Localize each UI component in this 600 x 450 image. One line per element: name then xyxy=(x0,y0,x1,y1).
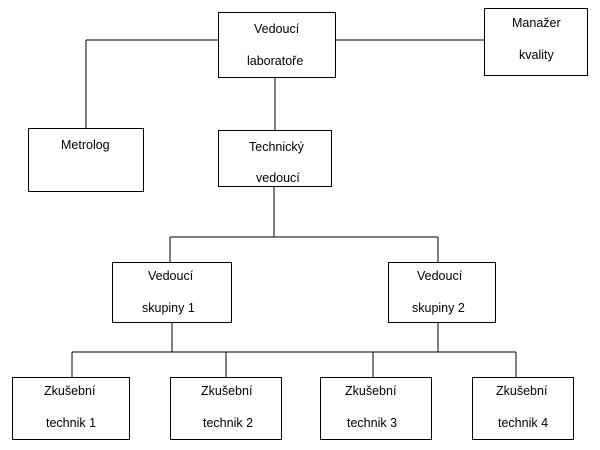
box-label-line-2: technik 4 xyxy=(498,416,549,430)
box-label-line-1: Vedoucí xyxy=(148,269,194,283)
box-label-line-2: technik 2 xyxy=(203,416,254,430)
box-metrologist: Metrolog xyxy=(28,128,144,192)
box-label-line-1: Zkušební xyxy=(496,384,548,398)
box-head-of-laboratory: Vedoucí laboratoře xyxy=(218,12,336,78)
box-test-technician-2: Zkušební technik 2 xyxy=(170,377,282,440)
box-label-line-2: skupiny 2 xyxy=(412,301,465,315)
box-label-line-2: kvality xyxy=(519,48,554,62)
box-test-technician-1: Zkušební technik 1 xyxy=(12,377,130,440)
box-label-line-1: Manažer xyxy=(512,16,561,30)
box-label-line-1: Zkušební xyxy=(201,384,253,398)
box-label-line-2: technik 3 xyxy=(347,416,398,430)
box-label-line-1: Vedoucí xyxy=(417,269,463,283)
box-label-line-1: Metrolog xyxy=(61,138,110,152)
box-label-line-1: Zkušební xyxy=(44,384,96,398)
box-label-line-1: Technický xyxy=(249,140,304,154)
box-technical-manager: Technický vedoucí xyxy=(218,130,332,187)
box-label-line-1: Zkušební xyxy=(345,384,397,398)
box-group-leader-1: Vedoucí skupiny 1 xyxy=(112,262,232,323)
box-label-line-1: Vedoucí xyxy=(254,22,300,36)
box-test-technician-3: Zkušební technik 3 xyxy=(320,377,432,440)
box-quality-manager: Manažer kvality xyxy=(484,8,588,76)
box-group-leader-2: Vedoucí skupiny 2 xyxy=(388,262,496,323)
box-test-technician-4: Zkušební technik 4 xyxy=(472,377,574,440)
box-label-line-2: laboratoře xyxy=(247,54,304,68)
box-label-line-2: skupiny 1 xyxy=(142,301,195,315)
box-label-line-2: vedoucí xyxy=(256,171,300,185)
box-label-line-2: technik 1 xyxy=(46,416,97,430)
